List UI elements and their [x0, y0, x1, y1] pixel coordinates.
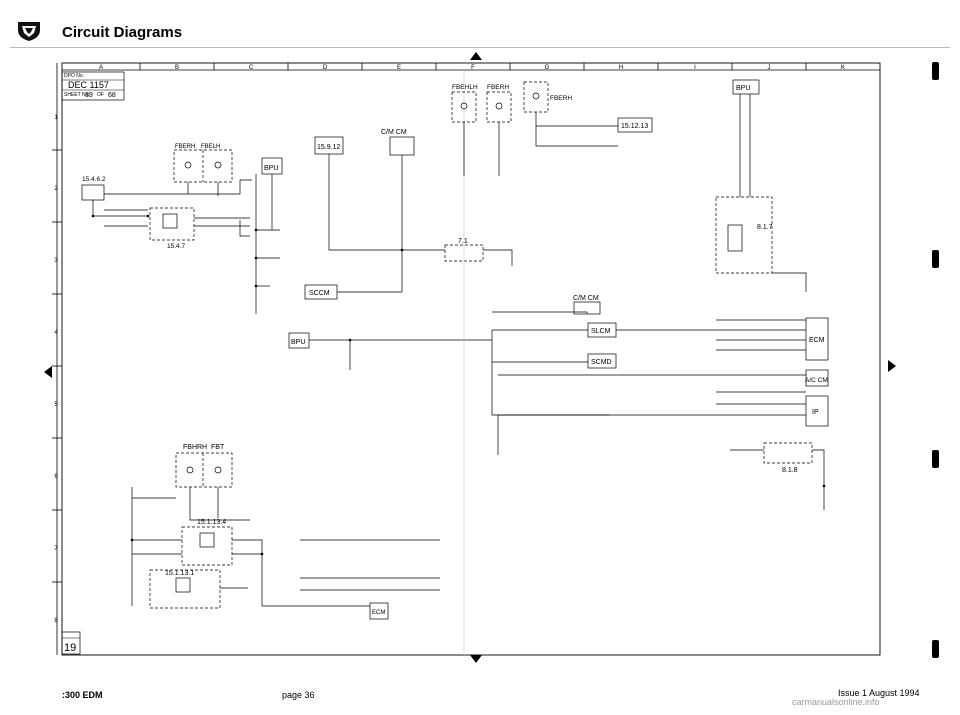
- ecm-bottom: ECM: [372, 610, 385, 616]
- sheet-total: 68: [108, 92, 116, 99]
- ref-15462: 15.4.6.2: [82, 176, 106, 183]
- bpu-right-box: [732, 79, 760, 95]
- header-rule: [10, 47, 950, 48]
- row-label: 4: [54, 330, 58, 336]
- page-header: Circuit Diagrams: [0, 0, 960, 44]
- sheet-of-label: OF: [97, 92, 104, 98]
- dpo-label: DPO No.: [64, 73, 84, 79]
- footer-issue: Issue 1 August 1994: [838, 688, 920, 698]
- col-label: J: [768, 65, 771, 71]
- connector-fbhrh-fbt: [175, 452, 233, 488]
- figure-number-block: 19: [61, 631, 81, 655]
- ref-151213: 15.12.13: [621, 123, 648, 130]
- row-label: 6: [54, 474, 58, 480]
- row-label: 1: [54, 115, 58, 121]
- cim-cm-top: C/M CM: [381, 129, 407, 136]
- col-label: E: [397, 65, 401, 71]
- center-marker-bottom: [470, 655, 482, 663]
- row-label: 2: [54, 186, 58, 192]
- col-label: C: [249, 65, 254, 71]
- row-label: 5: [54, 402, 58, 408]
- fuse-block-151134: [181, 526, 233, 566]
- col-label: A: [99, 65, 103, 71]
- cim-cm-mid: C/M CM: [573, 295, 599, 302]
- col-label: I: [694, 65, 696, 71]
- ref-15912: 15.9.12: [317, 144, 340, 151]
- figure-number: 19: [64, 642, 76, 654]
- dpo-number: DEC 1157: [68, 80, 109, 90]
- jaguar-logo-icon: [18, 22, 40, 41]
- relay-block-817: [715, 196, 773, 274]
- sheet-number: 39: [85, 92, 93, 99]
- module-151213-box: [617, 117, 653, 133]
- col-label: G: [545, 65, 550, 71]
- label-fberh-right: FBERH: [550, 95, 572, 102]
- ref-1547: 15.4.7: [167, 243, 185, 250]
- ref-71: 7.1: [458, 238, 468, 245]
- connector-fberh-right: [523, 81, 549, 113]
- relay-block-818: [763, 442, 813, 464]
- ref-817: 8.1.7: [757, 224, 773, 231]
- ecm-bottom-box: [369, 602, 389, 620]
- row-label: 7: [54, 546, 58, 552]
- sheet-label: SHEET No.: [64, 92, 90, 98]
- label-fberh-left: FBERH: [175, 144, 195, 150]
- ref-151134: 15.1.13.4: [197, 519, 226, 526]
- bpu-left: BPU: [264, 165, 278, 172]
- ip-box: [805, 395, 829, 427]
- slcm: SLCM: [591, 328, 611, 335]
- page-title: Circuit Diagrams: [62, 24, 183, 41]
- fuse-block-151131: [149, 569, 221, 609]
- center-marker-left: [44, 366, 52, 378]
- col-label: K: [841, 65, 845, 71]
- module-15462-box: [81, 184, 105, 201]
- col-label: F: [471, 65, 475, 71]
- margin-tabs: [932, 62, 939, 658]
- scmd-box: [587, 353, 617, 369]
- bpu-right: BPU: [736, 85, 750, 92]
- ip: IP: [812, 409, 819, 416]
- ref-818: 8.1.8: [782, 467, 798, 474]
- label-fbhrh: FBHRH: [183, 444, 207, 451]
- label-fberh-top: FBERH: [487, 84, 509, 91]
- footer-model: :300 EDM: [62, 690, 103, 700]
- row-label: 8: [54, 618, 58, 624]
- sccm: SCCM: [309, 290, 330, 297]
- row-label: 3: [54, 258, 58, 264]
- bpu-mid-box: [288, 332, 310, 349]
- cim-cm-top-box: [389, 136, 415, 156]
- ref-151131: 15.1.13.1: [165, 570, 194, 577]
- label-fbt: FBT: [211, 444, 225, 451]
- col-label: H: [619, 65, 623, 71]
- ecm-right-box: [805, 317, 829, 361]
- label-fbehlh: FBEHLH: [452, 84, 478, 91]
- column-ruler: [139, 63, 807, 70]
- ac-cm: A/C CM: [805, 377, 828, 384]
- col-label: B: [175, 65, 179, 71]
- title-block: DPO No. DEC 1157 SHEET No. 39 OF 68: [61, 71, 125, 101]
- fuse-block-1547: [149, 207, 195, 241]
- center-marker-right: [888, 360, 896, 372]
- connector-fberh-top: [486, 91, 512, 123]
- footer-page: page 36: [282, 690, 315, 700]
- label-fbelh-left: FBELH: [201, 144, 220, 150]
- ac-cm-box: [805, 369, 829, 387]
- bpu-mid: BPU: [291, 339, 305, 346]
- ecm-right: ECM: [809, 337, 825, 344]
- center-marker-top: [470, 52, 482, 60]
- watermark: carmanualsonline.info: [792, 697, 880, 707]
- scmd: SCMD: [591, 359, 612, 366]
- col-label: D: [323, 65, 328, 71]
